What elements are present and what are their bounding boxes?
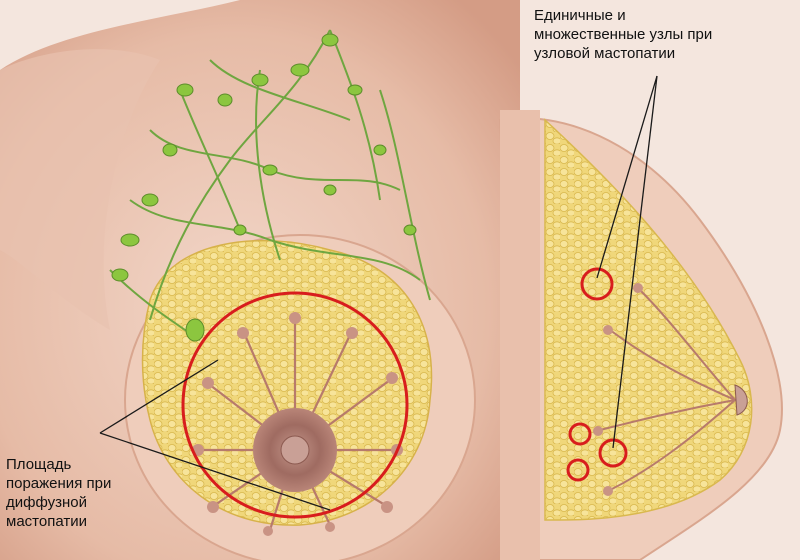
nodule-circle-1	[580, 267, 614, 301]
nodule-circle-3	[598, 438, 628, 468]
diffuse-area-circle	[181, 291, 409, 519]
nodular-mastopathy-label: Единичные и множественные узлы при узлов…	[534, 6, 794, 63]
nodular-label-line-2: множественные узлы при	[534, 26, 713, 43]
nodule-circle-4	[566, 458, 590, 482]
nipple	[280, 435, 310, 465]
diffuse-label-line-2: поражения при	[6, 475, 112, 492]
shoulder-shade	[0, 49, 160, 330]
milk-ducts-side	[599, 289, 736, 491]
chest-wall	[500, 110, 540, 560]
cross-section-tissue	[544, 118, 753, 521]
nodular-label-line-3: узловой мастопатии	[534, 45, 676, 62]
duct-lobules-front	[192, 312, 403, 536]
nipple-side	[734, 384, 748, 416]
diffuse-label-line-4: мастопатии	[6, 513, 87, 530]
diffuse-mastopathy-label: Площадь поражения при диффузной мастопат…	[6, 455, 176, 531]
lymph-nodes	[111, 33, 417, 342]
nodular-label-line-1: Единичные и	[534, 7, 626, 24]
diffuse-label-line-1: Площадь	[6, 456, 72, 473]
duct-lobules-side	[593, 283, 643, 496]
leader-lines	[99, 75, 658, 511]
nodule-circle-2	[568, 422, 592, 446]
diffuse-label-line-3: диффузной	[6, 494, 88, 511]
